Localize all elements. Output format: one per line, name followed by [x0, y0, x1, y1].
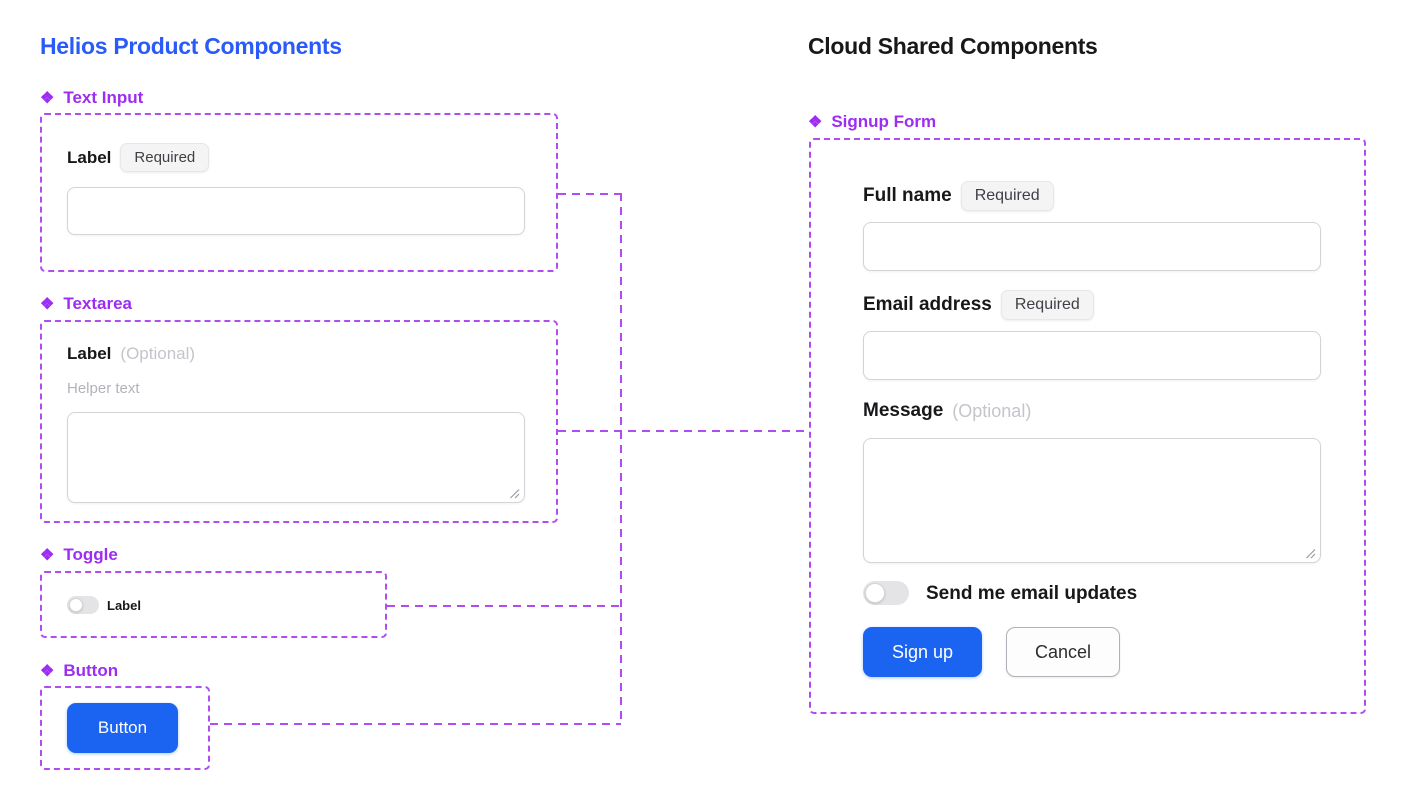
left-column-title: Helios Product Components — [40, 33, 342, 59]
connector-bus-vertical — [620, 193, 622, 725]
component-frame-text-input — [40, 113, 558, 272]
resize-handle-icon[interactable] — [508, 487, 520, 499]
full-name-input[interactable] — [863, 222, 1321, 271]
sign-up-button[interactable]: Sign up — [863, 627, 982, 677]
component-diamond-icon: ❖ — [40, 296, 55, 313]
field-label: Label — [67, 344, 112, 363]
component-frame-button — [40, 686, 210, 770]
message-label-row: Message (Optional) — [863, 400, 1031, 422]
toggle-label: Label — [107, 598, 141, 613]
field-label: Message — [863, 400, 944, 421]
textarea-label-row: Label (Optional) — [67, 344, 195, 364]
sample-button[interactable]: Button — [67, 703, 178, 753]
component-frame-textarea — [40, 320, 558, 523]
component-header-button: ❖ Button — [40, 661, 118, 681]
component-name-signup-form: Signup Form — [831, 112, 937, 131]
connector-text-input — [558, 193, 622, 195]
email-updates-label: Send me email updates — [926, 583, 1138, 604]
connector-textarea — [558, 430, 810, 432]
component-diamond-icon: ❖ — [40, 663, 55, 680]
connector-button — [210, 723, 621, 725]
required-badge: Required — [960, 181, 1054, 211]
email-label-row: Email address Required — [863, 290, 1094, 320]
field-label: Label — [67, 147, 112, 167]
text-input-label-row: Label Required — [67, 143, 210, 172]
optional-tag: (Optional) — [120, 344, 196, 363]
required-badge: Required — [1000, 290, 1094, 320]
component-diamond-icon: ❖ — [40, 547, 55, 564]
message-textarea[interactable] — [863, 438, 1321, 563]
component-header-textarea: ❖ Textarea — [40, 294, 132, 314]
helper-text: Helper text — [67, 380, 140, 397]
component-diamond-icon: ❖ — [40, 90, 55, 107]
text-input-field[interactable] — [67, 187, 525, 235]
toggle-knob — [69, 598, 83, 612]
toggle-knob — [865, 583, 885, 603]
right-column-title: Cloud Shared Components — [808, 33, 1098, 59]
component-name-textarea: Textarea — [63, 294, 133, 313]
required-badge: Required — [120, 143, 210, 172]
optional-tag: (Optional) — [952, 400, 1032, 421]
full-name-label-row: Full name Required — [863, 181, 1054, 211]
field-label: Full name — [863, 185, 952, 206]
component-name-button: Button — [63, 661, 119, 680]
resize-handle-icon[interactable] — [1304, 547, 1316, 559]
textarea-field[interactable] — [67, 412, 525, 503]
component-frame-toggle — [40, 571, 387, 638]
component-header-signup-form: ❖ Signup Form — [808, 112, 936, 132]
email-input[interactable] — [863, 331, 1321, 380]
component-name-text-input: Text Input — [63, 88, 144, 107]
component-header-text-input: ❖ Text Input — [40, 88, 143, 108]
email-updates-toggle[interactable] — [863, 581, 909, 605]
cancel-button[interactable]: Cancel — [1006, 627, 1120, 677]
connector-toggle — [387, 605, 621, 607]
component-header-toggle: ❖ Toggle — [40, 545, 118, 565]
component-name-toggle: Toggle — [63, 545, 118, 564]
field-label: Email address — [863, 294, 992, 315]
toggle-switch[interactable] — [67, 596, 99, 614]
component-diamond-icon: ❖ — [808, 114, 823, 131]
component-frame-signup-form — [809, 138, 1366, 714]
